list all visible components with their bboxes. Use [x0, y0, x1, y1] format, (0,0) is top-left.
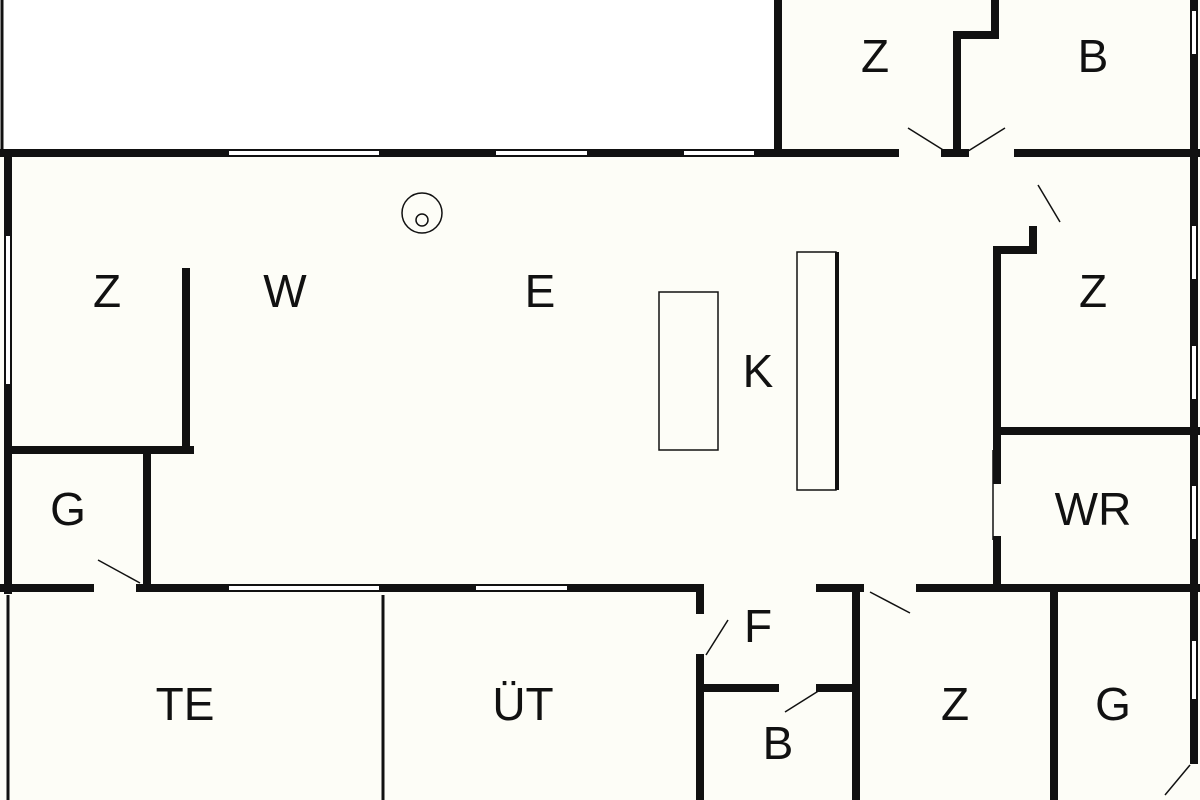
room-label: G: [50, 483, 86, 535]
stove-icon: [401, 192, 443, 234]
room-labels: Z B Z W E K Z G WR F TE ÜT Z G B: [50, 30, 1131, 769]
room-label: Z: [1079, 265, 1107, 317]
room-label: W: [263, 265, 307, 317]
room-label: Z: [93, 265, 121, 317]
room-label: Z: [861, 30, 889, 82]
room-label: F: [744, 600, 772, 652]
room-label: ÜT: [492, 678, 553, 730]
room-label: WR: [1055, 483, 1132, 535]
doors: [97, 127, 1191, 796]
room-label: B: [1078, 30, 1109, 82]
kitchen-counter: [796, 251, 839, 491]
room-label: G: [1095, 678, 1131, 730]
room-label: K: [743, 345, 774, 397]
windows: [4, 9, 1198, 701]
room-label: TE: [156, 678, 215, 730]
kitchen-island: [658, 291, 719, 451]
room-label: Z: [941, 678, 969, 730]
room-label: E: [525, 265, 556, 317]
room-label: B: [763, 717, 794, 769]
outside-terrace: [0, 0, 778, 153]
